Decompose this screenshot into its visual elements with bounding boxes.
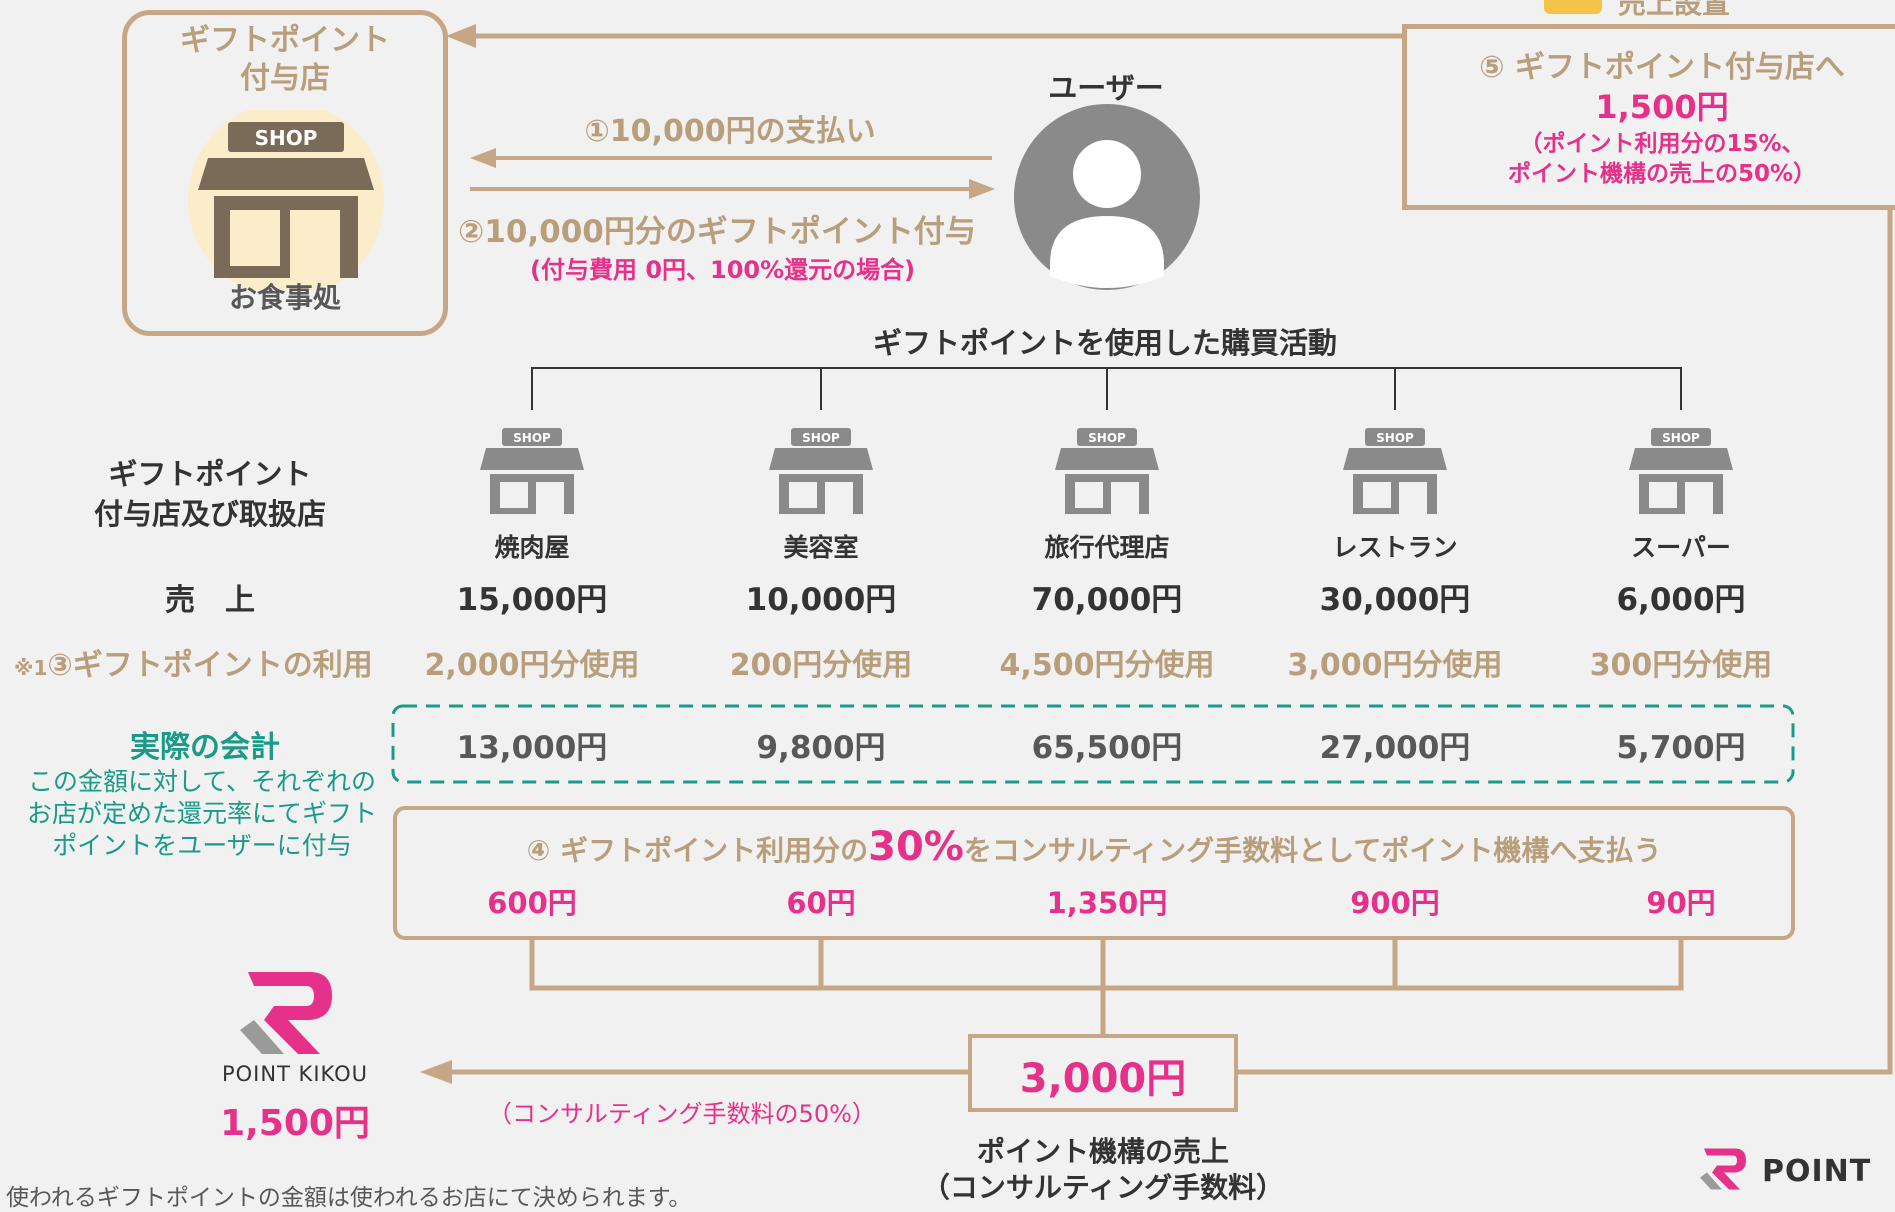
store-name: スーパー bbox=[1631, 533, 1731, 562]
usage-prefix: ※1 bbox=[14, 656, 48, 680]
store-actual: 65,500円 bbox=[1031, 730, 1183, 766]
point-kikou-note: （コンサルティング手数料の50%） bbox=[488, 1100, 876, 1128]
point-kikou-logo-icon bbox=[240, 972, 332, 1054]
shop-sign: SHOP bbox=[1088, 431, 1126, 445]
gift-store-title: ギフトポイント 付与店 bbox=[180, 23, 390, 96]
total-label1: ポイント機構の売上 bbox=[976, 1135, 1229, 1168]
store-name: 焼肉屋 bbox=[494, 533, 570, 562]
store-name: 美容室 bbox=[783, 533, 859, 562]
point-kikou-name: POINT KIKOU bbox=[221, 1062, 369, 1086]
store-usage: 2,000円分使用 bbox=[424, 648, 640, 683]
step5-box bbox=[1402, 24, 1895, 210]
line-right-return bbox=[1235, 208, 1893, 1075]
shop-sign: SHOP bbox=[255, 126, 318, 150]
step2-note: (付与費用 0円、100%還元の場合) bbox=[530, 256, 916, 284]
store-usage: 3,000円分使用 bbox=[1287, 648, 1503, 683]
store-sales: 30,000円 bbox=[1319, 582, 1471, 618]
stores-row-label: ギフトポイント 付与店及び取扱店 bbox=[93, 457, 326, 531]
step4-suffix: をコンサルティング手数料としてポイント機構へ支払う bbox=[963, 834, 1662, 867]
store-usage: 4,500円分使用 bbox=[999, 648, 1215, 683]
store-fee: 1,350円 bbox=[1046, 886, 1168, 920]
step2-label: ②10,000円分のギフトポイント付与 bbox=[458, 214, 976, 250]
arrowhead-gift-store bbox=[446, 24, 476, 48]
arrowhead-points bbox=[969, 179, 995, 199]
footer-note: 使われるギフトポイントの金額は使われるお店にて決められます。 bbox=[6, 1185, 692, 1211]
step5-label: ⑤ ギフトポイント付与店へ bbox=[1479, 50, 1845, 85]
actual-row-note: この金額に対して、それぞれの お店が定めた還元率にてギフト ポイントをユーザーに… bbox=[26, 767, 377, 860]
step5-note2: ポイント機構の売上の50%） bbox=[1507, 161, 1817, 187]
actual-row-label: 実際の会計 bbox=[130, 730, 280, 765]
store-sales: 15,000円 bbox=[456, 582, 608, 618]
step4-percent: 30% bbox=[868, 824, 964, 870]
actual-dashed-box bbox=[391, 704, 1795, 784]
step4-prefix: ④ ギフトポイント利用分の bbox=[526, 834, 869, 867]
total-box bbox=[968, 1034, 1238, 1112]
shop-icon: SHOP bbox=[769, 428, 873, 514]
usage-row-label: ※1③ギフトポイントの利用 bbox=[14, 640, 414, 684]
point-kikou-amount: 1,500円 bbox=[220, 1103, 370, 1144]
store-actual: 9,800円 bbox=[756, 730, 886, 766]
total-amount: 3,000円 bbox=[1019, 1056, 1187, 1102]
store-sales: 70,000円 bbox=[1031, 582, 1183, 618]
shop-sign: SHOP bbox=[1662, 431, 1700, 445]
arrowhead-point-kikou bbox=[420, 1060, 452, 1084]
step5-note1: （ポイント利用分の15%、 bbox=[1519, 131, 1805, 157]
purchase-title: ギフトポイントを使用した購買活動 bbox=[800, 320, 1410, 362]
step4-box bbox=[393, 806, 1795, 940]
step4-label: ④ ギフトポイント利用分の30%をコンサルティング手数料としてポイント機構へ支払… bbox=[393, 824, 1795, 870]
sales-icon bbox=[1544, 0, 1602, 14]
step5-amount: 1,500円 bbox=[1595, 88, 1729, 126]
sales-partial-label: 売上設置 bbox=[1618, 0, 1731, 20]
store-sales: 6,000円 bbox=[1616, 582, 1746, 618]
shop-icon: SHOP bbox=[1055, 428, 1159, 514]
store-usage: 300円分使用 bbox=[1589, 648, 1773, 683]
store-actual: 5,700円 bbox=[1616, 730, 1746, 766]
footer-logo-text: POINT bbox=[1762, 1154, 1872, 1189]
store-fee: 900円 bbox=[1350, 886, 1440, 920]
shop-sign: SHOP bbox=[1376, 431, 1414, 445]
store-name: 旅行代理店 bbox=[1044, 533, 1170, 562]
footer-logo-icon bbox=[1700, 1148, 1746, 1190]
user-label: ユーザー bbox=[1048, 71, 1164, 105]
step1-label: ①10,000円の支払い bbox=[584, 114, 876, 149]
store-fee: 600円 bbox=[487, 886, 577, 920]
store-fee: 60円 bbox=[786, 886, 856, 920]
store-fee: 90円 bbox=[1646, 886, 1716, 920]
sales-row-label: 売 上 bbox=[165, 583, 255, 618]
store-name: レストラン bbox=[1332, 533, 1458, 562]
shop-sign: SHOP bbox=[802, 431, 840, 445]
total-label2: （コンサルティング手数料） bbox=[921, 1171, 1285, 1204]
user-avatar-icon bbox=[1014, 104, 1200, 290]
shop-sign: SHOP bbox=[513, 431, 551, 445]
store-sales: 10,000円 bbox=[745, 582, 897, 618]
store-actual: 13,000円 bbox=[456, 730, 608, 766]
store-usage: 200円分使用 bbox=[729, 648, 913, 683]
shop-icon: SHOP bbox=[480, 428, 584, 514]
store-actual: 27,000円 bbox=[1319, 730, 1471, 766]
shop-icon: SHOP bbox=[1629, 428, 1733, 514]
usage-label: ③ギフトポイントの利用 bbox=[47, 648, 373, 683]
shop-icon: SHOP bbox=[188, 110, 384, 290]
gift-store-caption: お食事処 bbox=[228, 281, 341, 314]
arrowhead-payment bbox=[470, 148, 496, 168]
shop-icon: SHOP bbox=[1343, 428, 1447, 514]
tree-bottom bbox=[529, 938, 1684, 991]
